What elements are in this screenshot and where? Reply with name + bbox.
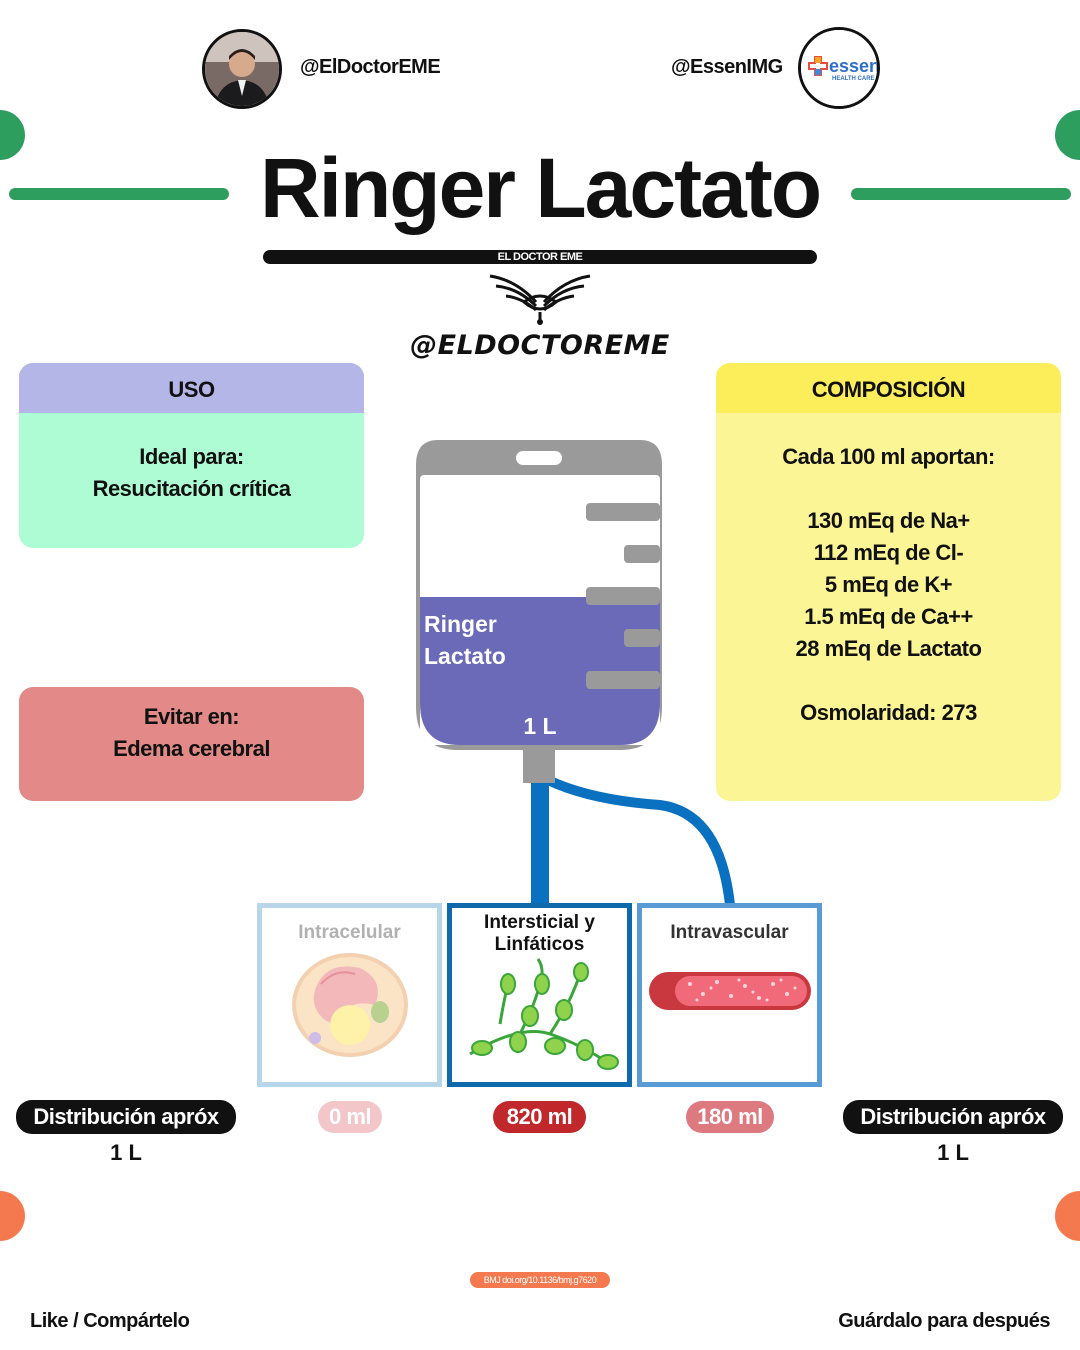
- intravascular-label: Intravascular: [670, 922, 789, 943]
- intracelular-label: Intracelular: [298, 922, 401, 943]
- bag-label-line2: Lactato: [424, 643, 506, 669]
- distribution-left-value: 1 L: [110, 1140, 142, 1165]
- right-orange-dot: [1055, 1191, 1080, 1241]
- signature-handle: @ELDOCTOREME: [410, 330, 670, 361]
- intersticial-label-line2: Linfáticos: [494, 934, 585, 955]
- title-right-line: [851, 188, 1071, 200]
- evitar-line2: Edema cerebral: [113, 736, 270, 761]
- composicion-list: 130 mEq de Na+ 112 mEq de Cl- 5 mEq de K…: [716, 505, 1061, 665]
- intravascular-box: Intravascular: [637, 903, 822, 1087]
- left-handle[interactable]: @ElDoctorEME: [300, 56, 441, 78]
- right-handle[interactable]: @EssenIMG: [671, 56, 783, 78]
- page-title: Ringer Lactato: [259, 141, 822, 235]
- fluid-fill: [420, 597, 660, 745]
- composicion-item: 28 mEq de Lactato: [795, 636, 982, 661]
- uso-line2: Resucitación crítica: [92, 476, 291, 501]
- composicion-heading: COMPOSICIÓN: [716, 363, 1061, 413]
- composicion-item: 5 mEq de K+: [824, 572, 953, 597]
- doctor-avatar[interactable]: [202, 29, 282, 109]
- composicion-item: 112 mEq de Cl-: [813, 540, 964, 565]
- intersticial-box: Intersticial y Linfáticos: [447, 903, 632, 1087]
- uso-card: USO Ideal para: Resucitación crítica: [19, 363, 364, 548]
- intravascular-amount: 180 ml: [686, 1101, 774, 1133]
- uso-heading: USO: [19, 363, 364, 413]
- evitar-card: Evitar en: Edema cerebral: [19, 687, 364, 801]
- essen-logo[interactable]: essen HEALTH CARE: [798, 27, 880, 109]
- left-orange-dot: [0, 1191, 25, 1241]
- distribution-left-label: Distribución apróx: [16, 1100, 236, 1134]
- footer-save[interactable]: Guárdalo para después: [838, 1310, 1050, 1332]
- title-left-line: [9, 188, 229, 200]
- intracelular-box: Intracelular: [257, 903, 442, 1087]
- cell-icon: [291, 953, 408, 1057]
- bag-volume: 1 L: [523, 713, 557, 739]
- blood-vessel-icon: [648, 972, 811, 1010]
- uso-line1: Ideal para:: [139, 444, 244, 469]
- intracelular-amount: 0 ml: [318, 1101, 382, 1133]
- composicion-card: COMPOSICIÓN Cada 100 ml aportan: 130 mEq…: [716, 363, 1061, 801]
- bag-label-line1: Ringer: [424, 611, 497, 637]
- osmolaridad: Osmolaridad: 273: [800, 700, 977, 725]
- composicion-item: 1.5 mEq de Ca++: [804, 604, 973, 629]
- lymph-icon: [468, 958, 619, 1070]
- distribution-right-label: Distribución apróx: [843, 1100, 1063, 1134]
- iv-bag-icon: [416, 440, 735, 906]
- wings-logo-icon: [489, 274, 591, 325]
- footer-like-share[interactable]: Like / Compártelo: [30, 1310, 190, 1332]
- composicion-item: 130 mEq de Na+: [807, 508, 970, 533]
- essen-logo-text: essen: [829, 56, 880, 76]
- brand-bar: EL DOCTOR EME: [263, 250, 817, 264]
- reference-badge[interactable]: BMJ doi.org/10.1136/bmj.g7620: [470, 1272, 610, 1288]
- essen-logo-subtext: HEALTH CARE: [832, 76, 875, 82]
- composicion-intro: Cada 100 ml aportan:: [782, 444, 995, 469]
- evitar-line1: Evitar en:: [143, 704, 240, 729]
- distribution-right-value: 1 L: [937, 1140, 969, 1165]
- intersticial-label-line1: Intersticial y: [484, 912, 595, 933]
- intersticial-amount: 820 ml: [493, 1101, 586, 1133]
